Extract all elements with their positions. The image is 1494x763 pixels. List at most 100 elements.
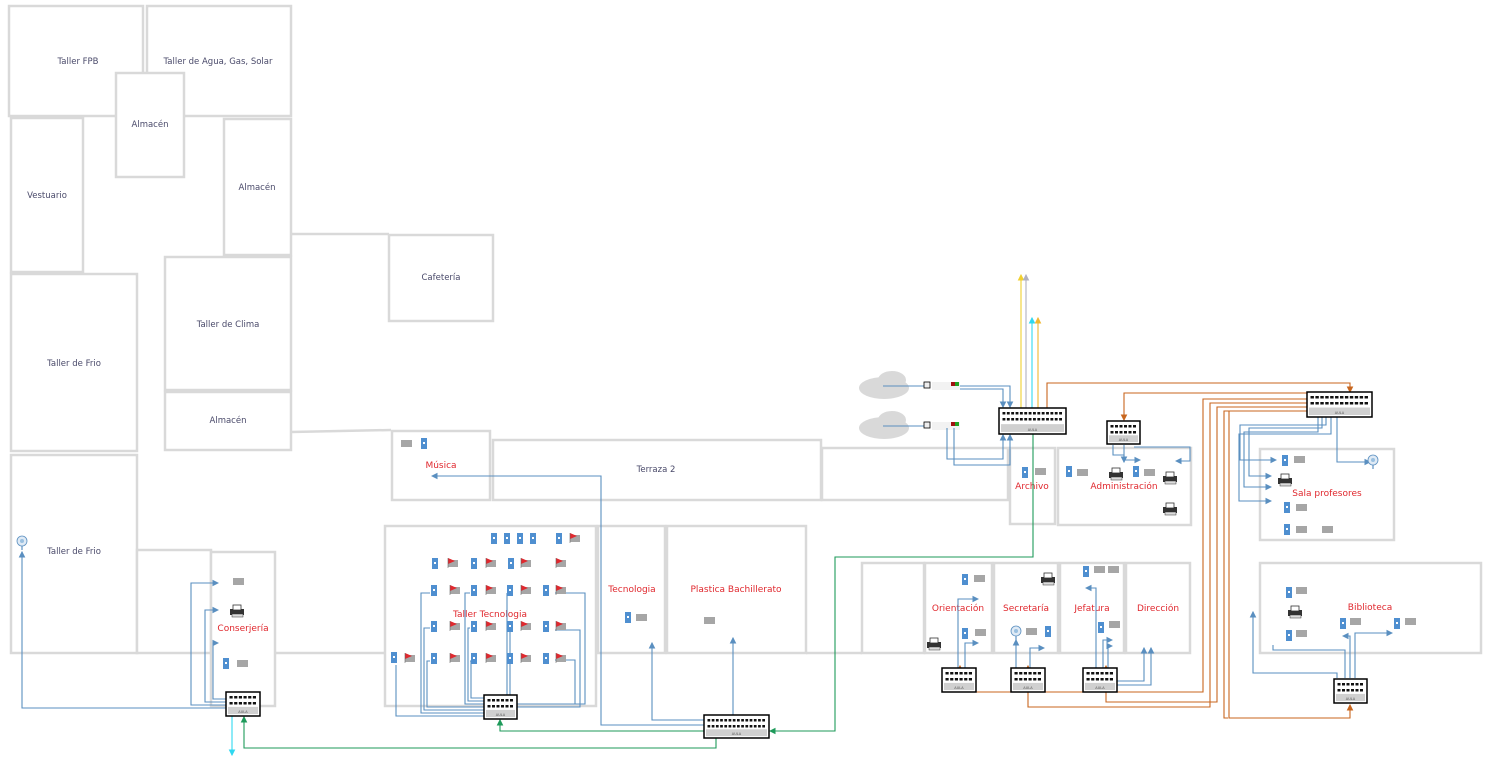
room-taller-frio-2[interactable]: Taller de Frio (9, 453, 139, 655)
room-terraza-2[interactable]: Terraza 2 (491, 438, 823, 502)
computer-icon[interactable] (1284, 524, 1290, 535)
room-plastica[interactable]: Plastica Bachillerato (665, 524, 808, 655)
computer-icon[interactable] (1394, 618, 1400, 629)
computer-icon[interactable] (223, 658, 229, 669)
switch-taller-tecnologia[interactable]: AULA (483, 694, 518, 720)
computer-icon[interactable] (1098, 622, 1104, 633)
monitor-icon[interactable] (1350, 618, 1361, 625)
monitor-icon[interactable] (1294, 456, 1305, 463)
monitor-icon[interactable] (1405, 618, 1416, 625)
computer-icon[interactable] (625, 612, 631, 623)
computer-icon[interactable] (421, 438, 427, 449)
computer-icon[interactable] (1133, 466, 1139, 477)
switch-orientacion[interactable]: AULA (941, 667, 977, 693)
switch-sala-profesores[interactable]: AULA (1306, 391, 1373, 418)
monitor-icon[interactable] (1077, 469, 1088, 476)
computer-icon[interactable] (391, 652, 397, 663)
computer-icon[interactable] (507, 585, 513, 596)
switch-biblioteca[interactable]: AULA (1333, 678, 1368, 704)
room-taller-clima[interactable]: Taller de Clima (163, 255, 293, 392)
computer-icon[interactable] (431, 585, 437, 596)
computer-icon[interactable] (507, 653, 513, 664)
room-tecnologia[interactable]: Tecnologia (596, 524, 667, 655)
core-switch[interactable]: AULA (998, 407, 1067, 435)
switch-distribucion[interactable]: AULA (703, 714, 770, 739)
computer-icon[interactable] (1284, 502, 1290, 513)
monitor-icon[interactable] (704, 617, 715, 624)
computer-icon[interactable] (1340, 618, 1346, 629)
monitor-icon[interactable] (1026, 628, 1037, 635)
computer-icon[interactable] (432, 558, 438, 569)
room-taller-frio-1[interactable]: Taller de Frio (9, 272, 139, 453)
monitor-icon[interactable] (233, 578, 244, 585)
switch-port (749, 719, 753, 722)
computer-icon[interactable] (962, 574, 968, 585)
computer-icon[interactable] (1282, 455, 1288, 466)
computer-icon[interactable] (471, 621, 477, 632)
computer-icon[interactable] (507, 621, 513, 632)
computer-icon[interactable] (431, 621, 437, 632)
computer-icon[interactable] (471, 653, 477, 664)
computer-icon[interactable] (517, 533, 523, 544)
computer-icon[interactable] (543, 585, 549, 596)
router-icon[interactable] (923, 421, 960, 430)
switch-port (1046, 418, 1049, 421)
switch-secretaria[interactable]: AULA (1010, 667, 1046, 693)
computer-icon[interactable] (491, 533, 497, 544)
monitor-icon[interactable] (1296, 630, 1307, 637)
monitor-icon[interactable] (1108, 566, 1119, 573)
monitor-icon[interactable] (1035, 468, 1046, 475)
computer-icon[interactable] (1066, 466, 1072, 477)
switch-port (758, 719, 761, 722)
switch-port (724, 725, 728, 728)
computer-icon[interactable] (471, 558, 477, 569)
switch-port (1011, 412, 1015, 415)
monitor-icon[interactable] (636, 614, 647, 621)
computer-icon[interactable] (1286, 630, 1292, 641)
room-direccion[interactable]: Dirección (1124, 561, 1192, 655)
computer-icon[interactable] (504, 533, 510, 544)
monitor-icon[interactable] (237, 660, 248, 667)
room-taller-tecnologia[interactable]: Taller Tecnologia (383, 524, 598, 708)
computer-icon[interactable] (543, 653, 549, 664)
monitor-icon[interactable] (1296, 587, 1307, 594)
computer-icon[interactable] (471, 585, 477, 596)
switch-jefatura[interactable]: AULA (1082, 667, 1118, 693)
computer-icon[interactable] (543, 621, 549, 632)
monitor-icon[interactable] (1296, 504, 1307, 511)
room-label: Taller de Frio (46, 547, 101, 557)
computer-icon[interactable] (508, 558, 514, 569)
router-icon[interactable] (923, 381, 960, 390)
monitor-icon[interactable] (1094, 566, 1105, 573)
computer-icon[interactable] (431, 653, 437, 664)
monitor-icon[interactable] (1109, 621, 1120, 628)
monitor-icon[interactable] (975, 629, 986, 636)
computer-icon[interactable] (530, 533, 536, 544)
switch-port (1019, 678, 1023, 681)
room-jefatura[interactable]: Jefatura (1058, 561, 1126, 655)
monitor-icon[interactable] (974, 575, 985, 582)
room-cafeteria[interactable]: Cafetería (387, 233, 495, 323)
room-vestuario[interactable]: Vestuario (9, 116, 85, 274)
room-taller-fpb[interactable]: Taller FPB (7, 4, 145, 118)
monitor-icon[interactable] (401, 440, 412, 447)
switch-conserjeria[interactable]: AULA (225, 691, 261, 717)
monitor-icon[interactable] (1322, 526, 1333, 533)
room-almacen-2[interactable]: Almacén (222, 117, 293, 257)
computer-icon[interactable] (1022, 467, 1028, 478)
room-conserjeria[interactable]: Conserjería (209, 550, 277, 708)
monitor-icon[interactable] (1144, 469, 1155, 476)
room-almacen-1[interactable]: Almacén (114, 71, 186, 179)
switch-label: AULA (238, 710, 248, 714)
computer-icon[interactable] (1045, 626, 1051, 637)
switch-port (1344, 402, 1349, 405)
computer-icon[interactable] (556, 533, 562, 544)
switch-port (501, 705, 504, 708)
switch-administracion[interactable]: AULA (1106, 420, 1141, 445)
computer-icon[interactable] (1286, 587, 1292, 598)
switch-port (1006, 418, 1010, 421)
monitor-icon[interactable] (1296, 526, 1307, 533)
computer-icon[interactable] (962, 628, 968, 639)
room-almacen-3[interactable]: Almacén (163, 390, 293, 452)
computer-icon[interactable] (1083, 566, 1089, 577)
